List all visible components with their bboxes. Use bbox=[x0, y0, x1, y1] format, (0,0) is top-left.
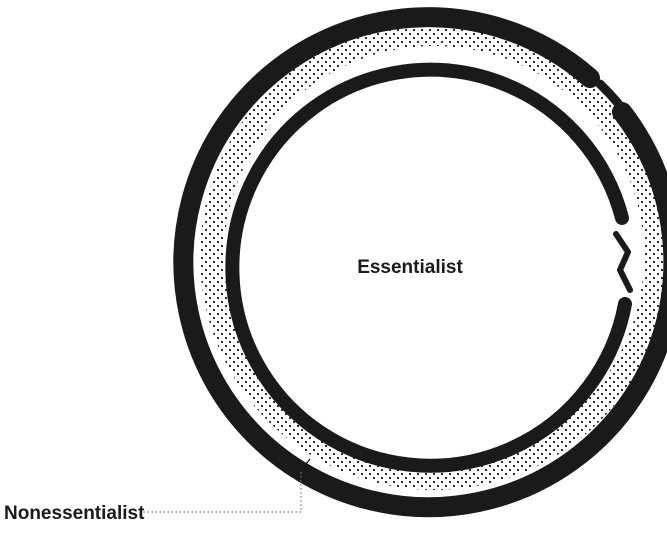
nonessentialist-label: Nonessentialist bbox=[4, 503, 145, 524]
essentialist-label: Essentialist bbox=[357, 257, 463, 278]
